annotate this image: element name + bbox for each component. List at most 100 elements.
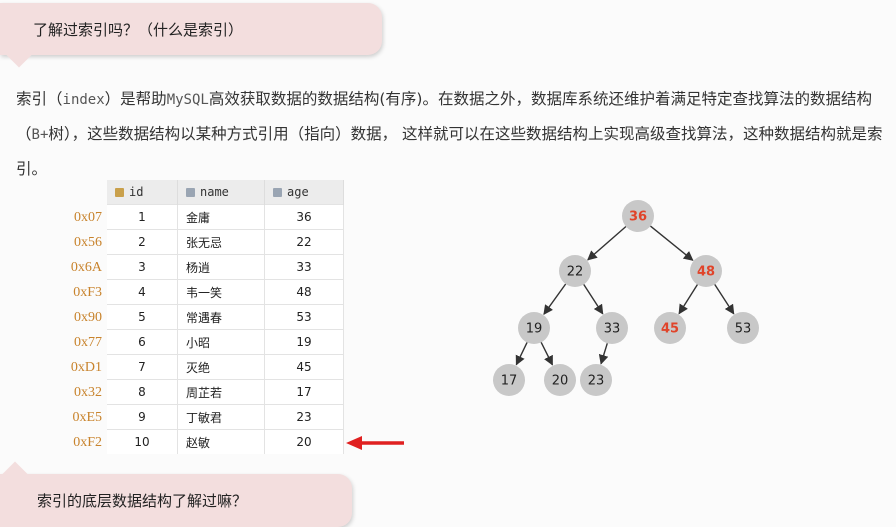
desc-text-3: 高效获取数据的数据结构(有序)。在数据之外，数据库系统还维护着满足特定查找算法的… (16, 90, 872, 143)
tree-node-label: 20 (552, 374, 569, 389)
binary-search-tree: 36 22 48 19 33 45 53 17 20 23 (493, 200, 759, 396)
header-name-label: name (200, 185, 229, 199)
tree-node-circle (690, 255, 722, 287)
tree-edge (714, 284, 735, 315)
row-address: 0x90 (74, 310, 102, 325)
cell-id[interactable]: 1 (107, 204, 178, 230)
cell-name[interactable]: 小昭 (177, 329, 265, 355)
cell-id[interactable]: 3 (107, 254, 178, 280)
tree-node-circle (580, 364, 612, 396)
header-age[interactable]: age (264, 180, 344, 205)
tree-edge (540, 341, 554, 366)
header-name[interactable]: name (177, 180, 265, 205)
cell-name[interactable]: 常遇春 (177, 304, 265, 330)
cell-age[interactable]: 45 (264, 354, 344, 380)
cell-id[interactable]: 9 (107, 404, 178, 430)
cell-name[interactable]: 杨逍 (177, 254, 265, 280)
tree-node-circle (559, 255, 591, 287)
cell-age[interactable]: 48 (264, 279, 344, 305)
cell-id[interactable]: 8 (107, 379, 178, 405)
desc-text-2: ）是帮助 (104, 90, 167, 108)
row-address: 0xF2 (73, 435, 102, 450)
cell-age[interactable]: 53 (264, 304, 344, 330)
tree-node-label: 19 (526, 322, 543, 337)
cell-id[interactable]: 7 (107, 354, 178, 380)
cell-age[interactable]: 33 (264, 254, 344, 280)
cell-age[interactable]: 36 (264, 204, 344, 230)
tree-node-label: 33 (604, 322, 621, 337)
cell-age[interactable]: 19 (264, 329, 344, 355)
tree-node: 33 (596, 312, 628, 344)
tree-edge (587, 225, 627, 261)
tree-node: 17 (493, 364, 525, 396)
tree-node-circle (622, 200, 654, 232)
tree-node: 22 (559, 255, 591, 287)
table-header-row: id name age (107, 180, 344, 205)
tree-node-label: 17 (501, 374, 518, 389)
tree-node-circle (727, 312, 759, 344)
tree-node-label: 45 (661, 322, 679, 337)
desc-text-4: 树），这些数据结构以某种方式引用（指向）数据， 这样就可以在这些数据结构上实现高… (16, 125, 883, 178)
tree-node: 45 (654, 312, 686, 344)
row-address: 0x56 (74, 235, 102, 250)
tree-node: 48 (690, 255, 722, 287)
desc-code-mysql: MySQL (166, 92, 209, 108)
header-id-label: id (129, 185, 144, 199)
row-address: 0x6A (70, 260, 102, 275)
cell-name[interactable]: 周芷若 (177, 379, 265, 405)
question-bubble-bottom: 索引的底层数据结构了解过嘛？ (0, 474, 352, 527)
desc-code-index: index (62, 92, 105, 108)
question-bottom-text: 索引的底层数据结构了解过嘛？ (37, 492, 248, 510)
desc-text-1: 索引（ (16, 90, 63, 108)
cell-age[interactable]: 23 (264, 404, 344, 430)
tree-node: 36 (622, 200, 654, 232)
cell-age[interactable]: 22 (264, 229, 344, 255)
cell-age[interactable]: 20 (264, 429, 344, 454)
cell-id[interactable]: 6 (107, 329, 178, 355)
tree-edge (678, 284, 699, 315)
question-top-text: 了解过索引吗？（什么是索引） (33, 20, 244, 39)
cell-id[interactable]: 4 (107, 279, 178, 305)
tree-edge (583, 284, 604, 315)
tree-edge (598, 343, 609, 365)
cell-name[interactable]: 韦一笑 (177, 279, 265, 305)
question-bubble-top: 了解过索引吗？（什么是索引） (0, 3, 382, 55)
cell-id[interactable]: 2 (107, 229, 178, 255)
cell-id[interactable]: 5 (107, 304, 178, 330)
tree-node-label: 53 (735, 322, 752, 337)
header-age-label: age (287, 185, 309, 199)
header-id[interactable]: id (107, 180, 178, 205)
cell-name[interactable]: 灭绝 (177, 354, 265, 380)
row-address: 0xD1 (70, 360, 102, 375)
tree-node-label: 48 (697, 265, 715, 280)
cell-age[interactable]: 17 (264, 379, 344, 405)
tree-node-label: 23 (588, 374, 605, 389)
row-address: 0xF3 (73, 285, 102, 300)
tree-node-label: 22 (567, 265, 584, 280)
tree-node: 53 (727, 312, 759, 344)
cell-name[interactable]: 丁敏君 (177, 404, 265, 430)
desc-code-bplus: B+ (31, 127, 49, 143)
index-description: 索引（index）是帮助MySQL高效获取数据的数据结构(有序)。在数据之外，数… (16, 82, 886, 186)
tree-node-circle (654, 312, 686, 344)
cell-name[interactable]: 金庸 (177, 204, 265, 230)
row-address: 0xE5 (72, 410, 102, 425)
tree-node-circle (544, 364, 576, 396)
tree-edge (515, 342, 528, 366)
cell-name[interactable]: 张无忌 (177, 229, 265, 255)
cell-id[interactable]: 10 (107, 429, 178, 454)
key-icon (115, 188, 124, 197)
tree-node-circle (596, 312, 628, 344)
cell-name[interactable]: 赵敏 (177, 429, 265, 454)
